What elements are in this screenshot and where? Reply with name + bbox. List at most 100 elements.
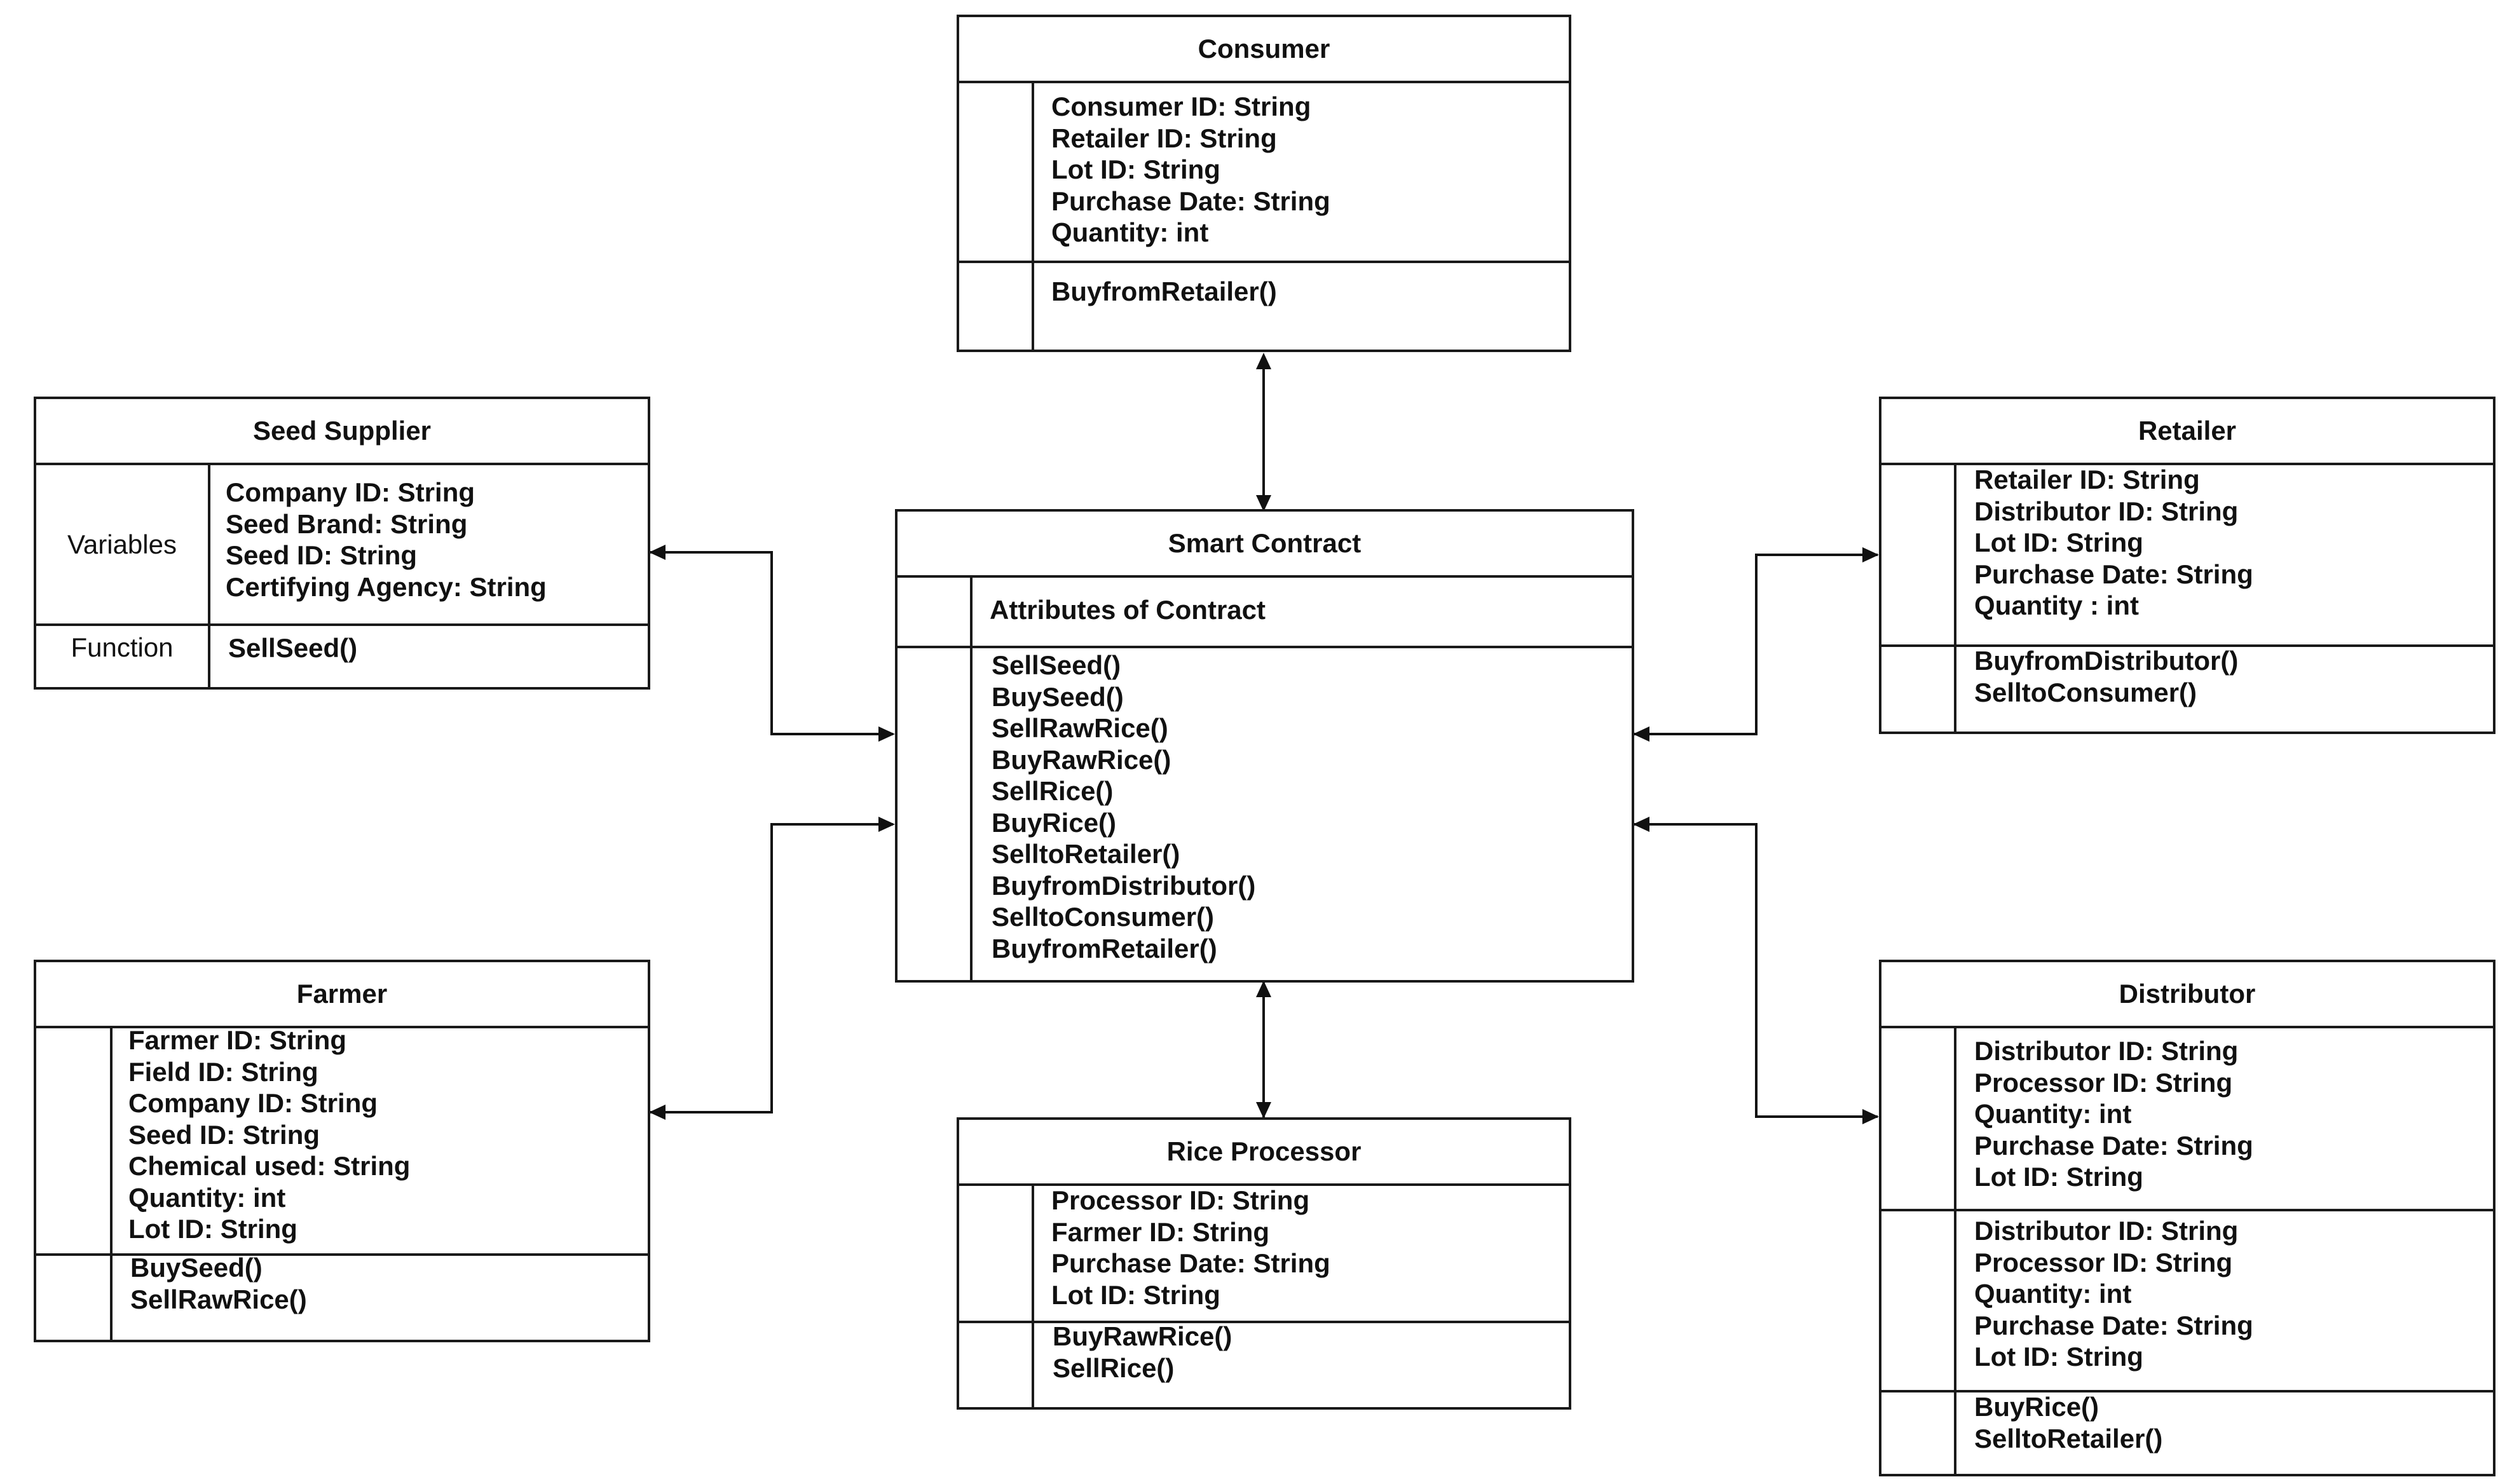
distributor-attributes-section-2: Distributor ID: String Processor ID: Str… <box>1881 1209 2493 1390</box>
rice-processor-attribute: Processor ID: String <box>1051 1185 1310 1215</box>
farmer-title: Farmer <box>36 962 648 1028</box>
smart-contract-method: BuyRice() <box>992 807 1117 838</box>
seed-supplier-attribute: Certifying Agency: String <box>226 571 547 602</box>
consumer-attribute: Purchase Date: String <box>1051 186 1330 216</box>
consumer-class-box: Consumer Consumer ID: String Retailer ID… <box>957 15 1571 352</box>
distributor-attributes-section: Distributor ID: String Processor ID: Str… <box>1881 1028 2493 1209</box>
distributor-attributes: Distributor ID: String Processor ID: Str… <box>1974 1035 2493 1193</box>
distributor-attribute: Distributor ID: String <box>1974 1036 2239 1066</box>
arrowhead-right-retailer <box>1862 547 1879 562</box>
arrowhead-down-contract-top <box>1256 495 1271 512</box>
smart-contract-method: SelltoConsumer() <box>992 902 1215 932</box>
arrow-seed-supplier-contract <box>650 551 893 735</box>
smart-contract-method: SelltoRetailer() <box>992 839 1180 869</box>
smart-contract-method: BuySeed() <box>992 681 1124 712</box>
distributor-attribute: Quantity: int <box>1974 1099 2132 1129</box>
distributor-attribute: Purchase Date: String <box>1974 1310 2253 1340</box>
attributes-of-contract-label: Attributes of Contract <box>990 595 1266 625</box>
arrowhead-left-farmer <box>649 1105 666 1120</box>
consumer-title: Consumer <box>959 17 1569 83</box>
arrowhead-up-consumer <box>1256 353 1271 369</box>
smart-contract-method: BuyfromDistributor() <box>992 870 1256 901</box>
retailer-attribute: Distributor ID: String <box>1974 496 2239 526</box>
arrowhead-left-contract-3 <box>1633 726 1649 742</box>
seed-supplier-attributes-section: Variables Company ID: String Seed Brand:… <box>36 465 648 623</box>
farmer-class-box: Farmer Farmer ID: String Field ID: Strin… <box>34 960 650 1342</box>
rice-processor-class-box: Rice Processor Processor ID: String Farm… <box>957 1117 1571 1410</box>
smart-contract-method: BuyfromRetailer() <box>992 933 1217 963</box>
farmer-attribute: Field ID: String <box>128 1056 318 1087</box>
seed-supplier-method: SellSeed() <box>228 633 358 663</box>
consumer-attribute: Lot ID: String <box>1051 154 1220 184</box>
distributor-attribute: Lot ID: String <box>1974 1162 2143 1192</box>
farmer-methods-section: BuySeed() SellRawRice() <box>36 1253 648 1340</box>
consumer-method: BuyfromRetailer() <box>1051 276 1277 306</box>
consumer-methods: BuyfromRetailer() <box>1051 276 1569 308</box>
arrowhead-left-contract-4 <box>1633 817 1649 832</box>
retailer-attribute: Purchase Date: String <box>1974 559 2253 589</box>
seed-supplier-attribute: Company ID: String <box>226 477 475 507</box>
distributor-class-box: Distributor Distributor ID: String Proce… <box>1879 960 2495 1476</box>
smart-contract-methods: SellSeed() BuySeed() SellRawRice() BuyRa… <box>992 650 1632 964</box>
retailer-method: SelltoConsumer() <box>1974 677 2197 707</box>
rice-processor-method: BuyRawRice() <box>1053 1321 1232 1351</box>
smart-contract-method: SellRawRice() <box>992 713 1168 743</box>
retailer-methods-section: BuyfromDistributor() SelltoConsumer() <box>1881 644 2493 732</box>
retailer-attribute: Quantity : int <box>1974 590 2139 620</box>
farmer-attribute: Seed ID: String <box>128 1119 320 1150</box>
farmer-attribute: Farmer ID: String <box>128 1025 347 1055</box>
distributor-method: SelltoRetailer() <box>1974 1423 2163 1453</box>
farmer-attribute: Quantity: int <box>128 1182 286 1213</box>
retailer-class-box: Retailer Retailer ID: String Distributor… <box>1879 397 2495 734</box>
smart-contract-class-box: Smart Contract Attributes of Contract Se… <box>895 509 1634 983</box>
distributor-methods-section: BuyRice() SelltoRetailer() <box>1881 1390 2493 1474</box>
consumer-attribute: Consumer ID: String <box>1051 92 1311 121</box>
distributor-attribute: Processor ID: String <box>1974 1247 2233 1277</box>
consumer-attribute: Quantity: int <box>1051 217 1209 247</box>
rice-processor-attribute: Purchase Date: String <box>1051 1248 1330 1278</box>
distributor-title: Distributor <box>1881 962 2493 1028</box>
retailer-method: BuyfromDistributor() <box>1974 646 2239 676</box>
farmer-attribute: Lot ID: String <box>128 1214 297 1244</box>
arrowhead-down-processor <box>1256 1102 1271 1119</box>
farmer-attributes-section: Farmer ID: String Field ID: String Compa… <box>36 1025 648 1253</box>
distributor-attribute: Distributor ID: String <box>1974 1216 2239 1246</box>
seed-supplier-attribute: Seed ID: String <box>226 540 418 570</box>
consumer-methods-section: BuyfromRetailer() <box>959 261 1569 350</box>
farmer-method: BuySeed() <box>130 1253 263 1283</box>
consumer-attributes-section: Consumer ID: String Retailer ID: String … <box>959 83 1569 261</box>
arrowhead-right-contract-1 <box>878 726 895 742</box>
arrowhead-left-seed-supplier <box>649 545 666 560</box>
seed-supplier-title: Seed Supplier <box>36 399 648 465</box>
distributor-attribute: Lot ID: String <box>1974 1342 2143 1372</box>
retailer-attribute: Retailer ID: String <box>1974 465 2200 494</box>
consumer-attributes: Consumer ID: String Retailer ID: String … <box>1051 91 1569 248</box>
distributor-attribute: Purchase Date: String <box>1974 1130 2253 1161</box>
farmer-attribute: Company ID: String <box>128 1088 378 1118</box>
arrowhead-up-contract-bottom <box>1256 981 1271 997</box>
seed-supplier-class-box: Seed Supplier Variables Company ID: Stri… <box>34 397 650 690</box>
retailer-attribute: Lot ID: String <box>1974 528 2143 557</box>
retailer-methods: BuyfromDistributor() SelltoConsumer() <box>1974 645 2493 708</box>
rice-processor-attribute: Lot ID: String <box>1051 1279 1220 1310</box>
rice-processor-attribute: Farmer ID: String <box>1051 1216 1270 1247</box>
seed-supplier-methods-section: Function SellSeed() <box>36 623 648 687</box>
smart-contract-method: BuyRawRice() <box>992 744 1171 775</box>
rice-processor-method: SellRice() <box>1053 1352 1175 1383</box>
rice-processor-attributes-section: Processor ID: String Farmer ID: String P… <box>959 1185 1569 1321</box>
retailer-title: Retailer <box>1881 399 2493 465</box>
rice-processor-methods: BuyRawRice() SellRice() <box>1053 1321 1569 1384</box>
arrow-farmer-contract <box>650 823 893 1113</box>
arrow-retailer-contract <box>1634 554 1878 735</box>
seed-supplier-methods: SellSeed() <box>228 632 648 664</box>
retailer-attributes: Retailer ID: String Distributor ID: Stri… <box>1974 464 2493 622</box>
retailer-attributes-section: Retailer ID: String Distributor ID: Stri… <box>1881 465 2493 644</box>
seed-supplier-attribute: Seed Brand: String <box>226 508 468 539</box>
distributor-attribute: Quantity: int <box>1974 1279 2132 1309</box>
distributor-method: BuyRice() <box>1974 1392 2099 1422</box>
smart-contract-attributes-section: Attributes of Contract <box>898 578 1632 646</box>
arrowhead-right-distributor <box>1862 1109 1879 1124</box>
distributor-methods: BuyRice() SelltoRetailer() <box>1974 1391 2493 1454</box>
smart-contract-title: Smart Contract <box>898 512 1632 578</box>
arrowhead-right-contract-2 <box>878 817 895 832</box>
